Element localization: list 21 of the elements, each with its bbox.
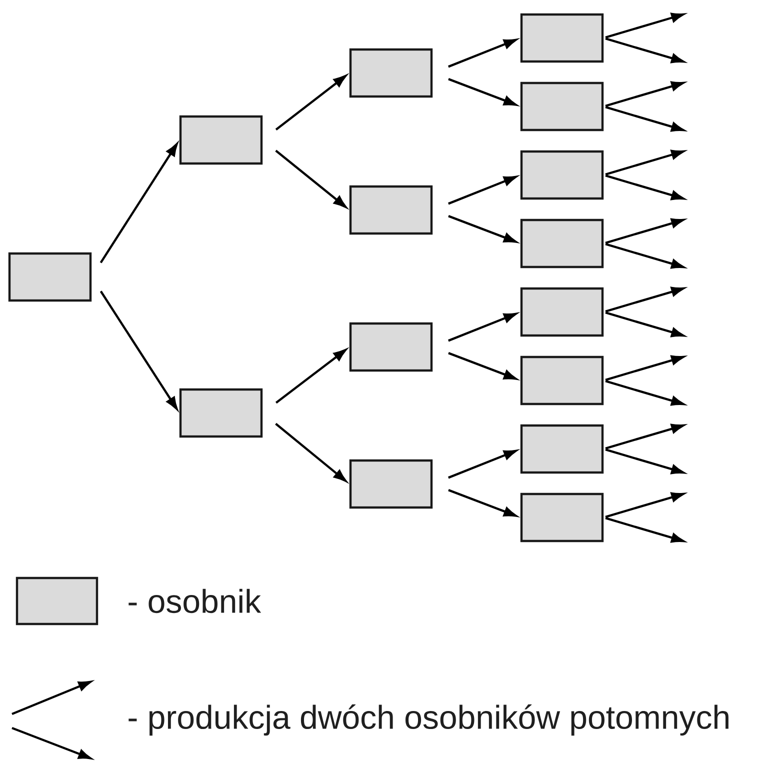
legend-text: - osobnik (128, 588, 262, 614)
individual-box (520, 82, 604, 132)
individual-box (520, 424, 604, 474)
arrow (275, 150, 346, 208)
individual-box (349, 459, 433, 509)
individual-box (520, 287, 604, 337)
arrow (275, 349, 346, 404)
individual-box (8, 252, 92, 302)
individual-box (349, 185, 433, 235)
individual-box (349, 48, 433, 98)
individual-box (179, 388, 263, 438)
individual-box (520, 13, 604, 63)
individual-box (520, 492, 604, 542)
individual-box (520, 356, 604, 406)
legend-text: - produkcja dwóch osobników potomnych (128, 704, 728, 736)
arrow (275, 422, 346, 482)
individual-box (520, 150, 604, 200)
arrow (275, 75, 346, 130)
individual-box (179, 115, 263, 165)
individual-box (349, 322, 433, 372)
individual-box (520, 218, 604, 268)
